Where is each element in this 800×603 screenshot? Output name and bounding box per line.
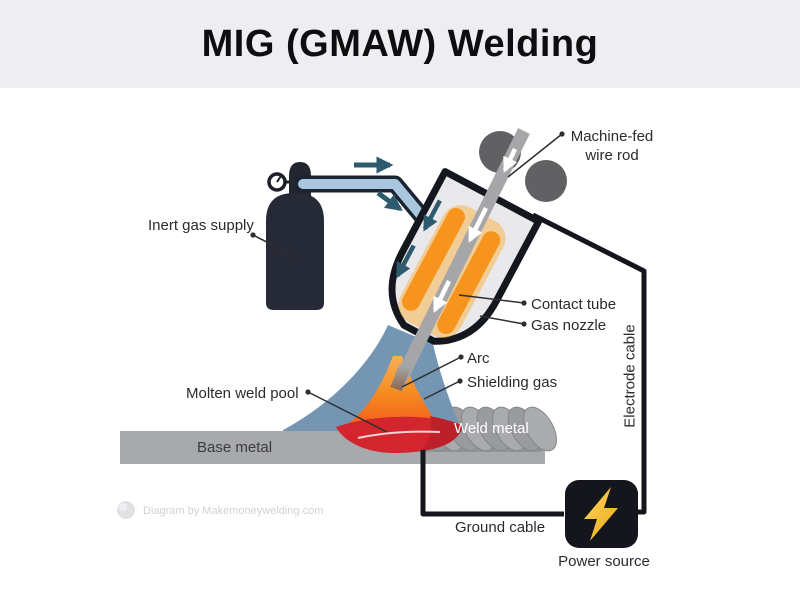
wire-feed-arrow-1 (502, 148, 518, 173)
label-base-metal: Base metal (197, 439, 273, 456)
contact-tube-left (401, 208, 466, 311)
label-weld-metal: Weld metal (454, 420, 529, 437)
weld-bead-coil (523, 406, 557, 452)
page-title: MIG (GMAW) Welding (201, 22, 599, 65)
gas-hose (294, 156, 439, 235)
hose-inner (298, 179, 434, 230)
pool-highlight (357, 430, 441, 439)
wire-rod-tip (390, 363, 411, 392)
ground-cable-line (420, 450, 564, 517)
label-shielding-gas: Shielding gas (467, 374, 558, 391)
leader-wire-rod (507, 133, 563, 178)
watermark-text: Diagram by Makemoneywelding.com (143, 505, 324, 517)
wire-feed-roller-right (525, 160, 567, 202)
label-machine-fed-line2: wire rod (585, 147, 639, 164)
label-power-source: Power source (558, 553, 650, 570)
watermark-globe-highlight (119, 503, 127, 511)
leader-inert-gas (252, 234, 297, 258)
leader-gas-nozzle (479, 315, 525, 325)
label-ground-cable: Ground cable (455, 519, 546, 536)
wire-feed-arrow-3 (432, 280, 452, 313)
leader-contact-tube (458, 294, 525, 304)
arc-flame (342, 356, 438, 431)
gas-flow-arrow-2 (376, 190, 403, 212)
cylinder-body (266, 193, 324, 310)
leader-arc (401, 356, 462, 388)
lightning-bolt-icon (584, 487, 618, 541)
label-machine-fed-line1: Machine-fed (570, 128, 654, 145)
label-electrode-cable: Electrode cable (621, 324, 639, 428)
label-machine-fed-wire-rod: Machine-fed wire rod (556, 127, 668, 165)
wire-feed-arrow-2 (467, 206, 489, 243)
watermark-globe-icon (117, 501, 135, 519)
title-bar: MIG (GMAW) Welding (0, 0, 800, 88)
leader-molten-pool (307, 391, 388, 433)
label-gas-nozzle: Gas nozzle (531, 317, 607, 334)
label-molten-weld-pool: Molten weld pool (186, 385, 299, 402)
leader-lines (252, 133, 563, 433)
leader-dots (250, 131, 565, 395)
wire-rod (391, 128, 530, 390)
label-contact-tube: Contact tube (531, 296, 617, 313)
leader-shielding-gas (423, 380, 461, 400)
nozzle-gas-arrow-2 (395, 244, 416, 279)
electrode-cable-line (531, 212, 647, 515)
label-arc: Arc (467, 350, 490, 367)
label-inert-gas-supply: Inert gas supply (148, 217, 254, 234)
contact-tube-right (437, 231, 501, 335)
molten-pool-shadow (420, 416, 463, 451)
nozzle-gas-arrow-1 (422, 199, 442, 232)
gauge-needle (276, 175, 282, 183)
